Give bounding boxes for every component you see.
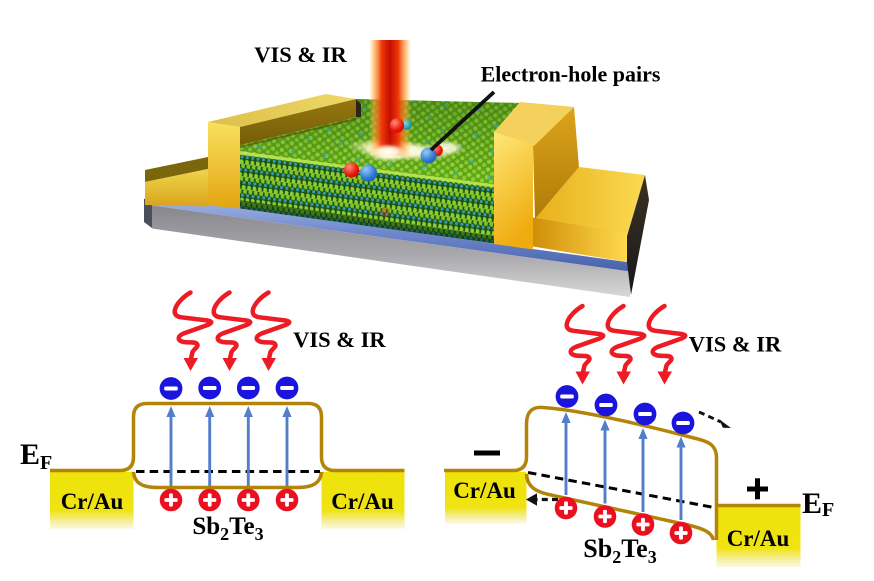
svg-text:Cr/Au: Cr/Au [727, 526, 790, 551]
svg-text:E: E [802, 487, 822, 520]
svg-text:VIS & IR: VIS & IR [689, 332, 782, 357]
svg-text:VIS & IR: VIS & IR [293, 327, 386, 352]
svg-text:Sb2Te3: Sb2Te3 [192, 513, 263, 544]
svg-text:Cr/Au: Cr/Au [61, 489, 124, 514]
svg-text:F: F [822, 499, 834, 521]
svg-text:E: E [20, 438, 40, 471]
svg-text:Electron-hole pairs: Electron-hole pairs [481, 62, 661, 87]
svg-text:Sb2Te3: Sb2Te3 [583, 534, 656, 567]
svg-text:Cr/Au: Cr/Au [453, 478, 516, 503]
svg-text:VIS & IR: VIS & IR [254, 42, 347, 67]
svg-text:Cr/Au: Cr/Au [331, 489, 394, 514]
svg-text:F: F [40, 452, 52, 474]
